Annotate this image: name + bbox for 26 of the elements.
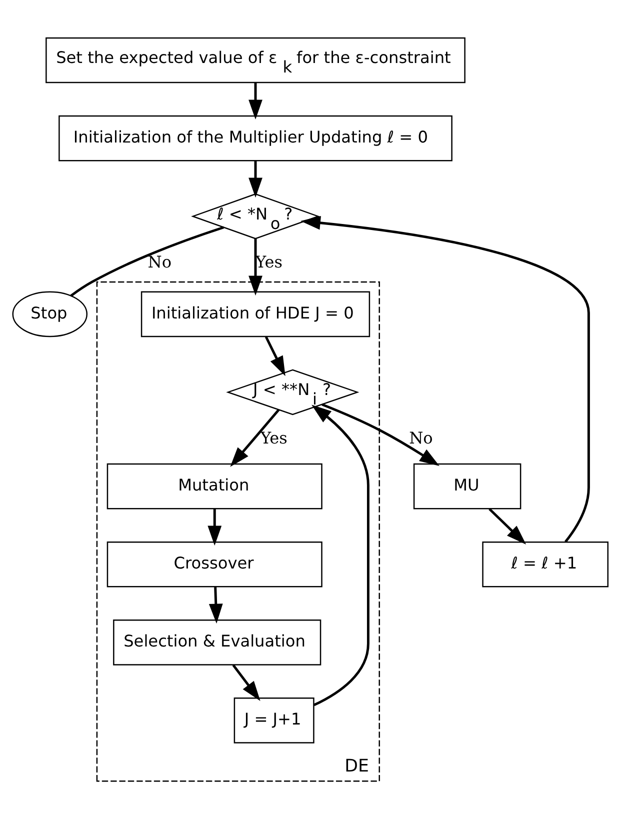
arrow xyxy=(208,587,223,624)
node-box: Mutation xyxy=(106,463,322,510)
node-box: Selection & Evaluation xyxy=(113,620,322,666)
edge-label: Yes xyxy=(256,252,283,272)
arrow xyxy=(264,336,286,376)
connector xyxy=(70,226,224,297)
arrow xyxy=(322,403,440,466)
edge-label: No xyxy=(409,428,433,448)
arrow xyxy=(208,509,222,546)
arrow xyxy=(300,216,590,543)
arrow xyxy=(248,82,262,120)
arrow xyxy=(488,508,526,544)
edge-label: No xyxy=(148,252,172,272)
arrow xyxy=(248,160,262,198)
node-box: Initialization of the Multiplier Updating ℓ = 0 xyxy=(58,115,452,162)
arrow xyxy=(312,404,370,706)
arrow xyxy=(232,664,260,701)
edge-label: Yes xyxy=(260,428,288,448)
arrow xyxy=(230,409,280,467)
arrow xyxy=(248,238,262,296)
node-box: Initialization of HDE J = 0 xyxy=(140,291,370,338)
node-box: MU xyxy=(413,463,522,510)
node-ellipse: Stop xyxy=(12,291,88,338)
node-box: Crossover xyxy=(106,541,322,588)
node-box: ℓ = ℓ +1 xyxy=(482,541,608,588)
node-box: J = J+1 xyxy=(234,698,314,744)
